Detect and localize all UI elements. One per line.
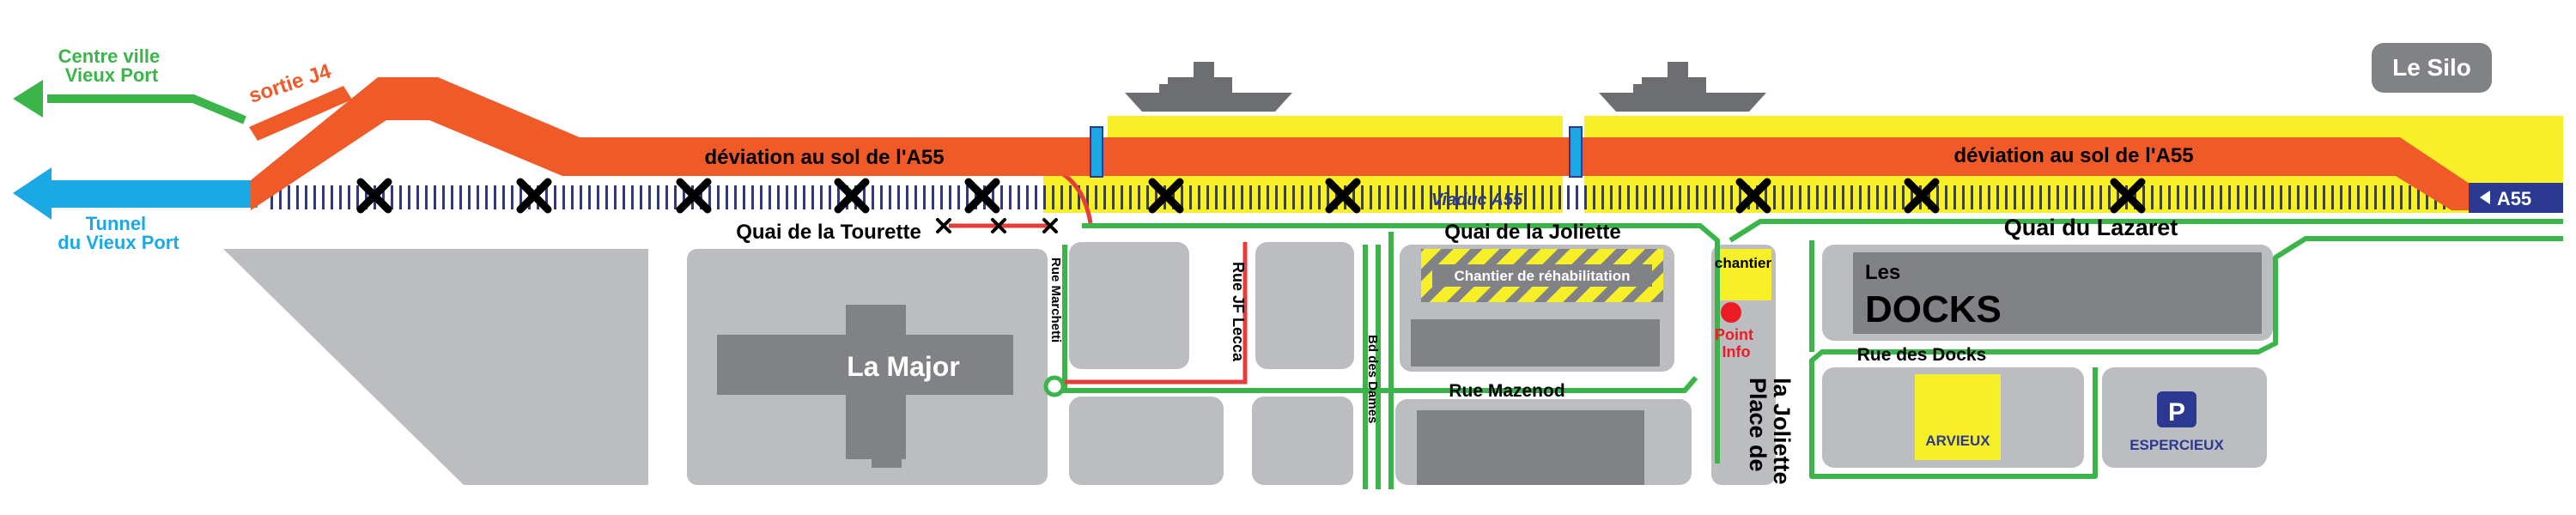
a55-arrow-icon [2480, 191, 2490, 204]
block-south-2 [1252, 397, 1353, 485]
small-x-icon [991, 218, 1006, 233]
closure-x-icon [1904, 178, 1940, 214]
block-joliette-dark [1411, 319, 1660, 367]
label-le-silo: Le Silo [2392, 54, 2471, 81]
rehab-banner [1432, 264, 1652, 287]
label-rue-mazenod: Rue Mazenod [1449, 381, 1564, 401]
label-rue-docks: Rue des Docks [1857, 345, 1987, 365]
label-chantier: chantier [1715, 255, 1772, 271]
block-lecca [1255, 242, 1354, 369]
block-docks-dark [1853, 252, 2262, 334]
label-quai-joliette: Quai de la Joliette [1444, 221, 1620, 244]
label-chantier-rehab: Chantier de réhabilitation [1455, 268, 1631, 284]
closure-x-icon [834, 178, 870, 214]
label-rue-marchetti: Rue Marchetti [1048, 258, 1063, 342]
label-quai-lazaret: Quai du Lazaret [2004, 215, 2178, 240]
closure-x-icon [1325, 178, 1361, 214]
la-major-cathedral [717, 305, 1013, 468]
block-west-quay [223, 249, 648, 485]
parking-icon: P [2168, 398, 2185, 427]
chantier-block [1716, 249, 1771, 300]
small-x-icon [1042, 218, 1058, 233]
green-routes [1054, 219, 2563, 489]
closure-x-icon [676, 178, 712, 214]
label-viaduc: Viaduc A55 [1431, 191, 1523, 209]
street-closure-marks [936, 218, 1058, 233]
label-docks: DOCKS [1865, 288, 2002, 330]
orange-deviation [249, 77, 2477, 210]
block-marchetti [1069, 242, 1189, 369]
green-centre-arrow [13, 80, 246, 124]
label-bd-dames: Bd des Dames [1365, 335, 1380, 423]
label-a55: A55 [2497, 188, 2531, 209]
label-point-info: Point Info [1715, 326, 1758, 360]
block-south-1 [1069, 397, 1224, 485]
label-place-joliette: Place de la Joliette [1745, 378, 1795, 485]
closure-x-icon [1735, 178, 1771, 214]
label-tunnel: Tunnel du Vieux Port [58, 213, 179, 253]
label-espercieux: ESPERCIEUX [2129, 437, 2224, 453]
portal-markers [1090, 126, 1583, 178]
closure-x-icon [1148, 178, 1184, 214]
parking-badge [2157, 391, 2196, 427]
le-silo-badge [2372, 43, 2492, 93]
roundabout [1043, 375, 1066, 397]
label-rue-lecca: Rue JF Lecca [1230, 262, 1247, 362]
ship-icon [1125, 62, 1292, 112]
point-info-icon [1721, 302, 1741, 323]
small-x-icon [936, 218, 951, 233]
closure-x-icon [356, 178, 392, 214]
ship-icon [1599, 62, 1766, 112]
closure-x-icon [516, 178, 552, 214]
label-quai-tourette: Quai de la Tourette [736, 221, 921, 244]
label-deviation-left: déviation au sol de l'A55 [704, 146, 944, 169]
label-arvieux: ARVIEUX [1925, 433, 1990, 449]
blue-tunnel-arrow [13, 167, 258, 220]
closure-x-icon [2110, 178, 2146, 214]
label-les: Les [1865, 261, 1900, 284]
block-mazenod-dark [1417, 410, 1644, 485]
closure-marks [356, 178, 2146, 214]
label-la-major: La Major [847, 351, 960, 382]
label-centre-ville: Centre ville Vieux Port [58, 45, 166, 86]
label-deviation-right: déviation au sol de l'A55 [1953, 144, 2193, 167]
closure-x-icon [964, 178, 1000, 214]
arvieux-square [1915, 374, 2001, 460]
